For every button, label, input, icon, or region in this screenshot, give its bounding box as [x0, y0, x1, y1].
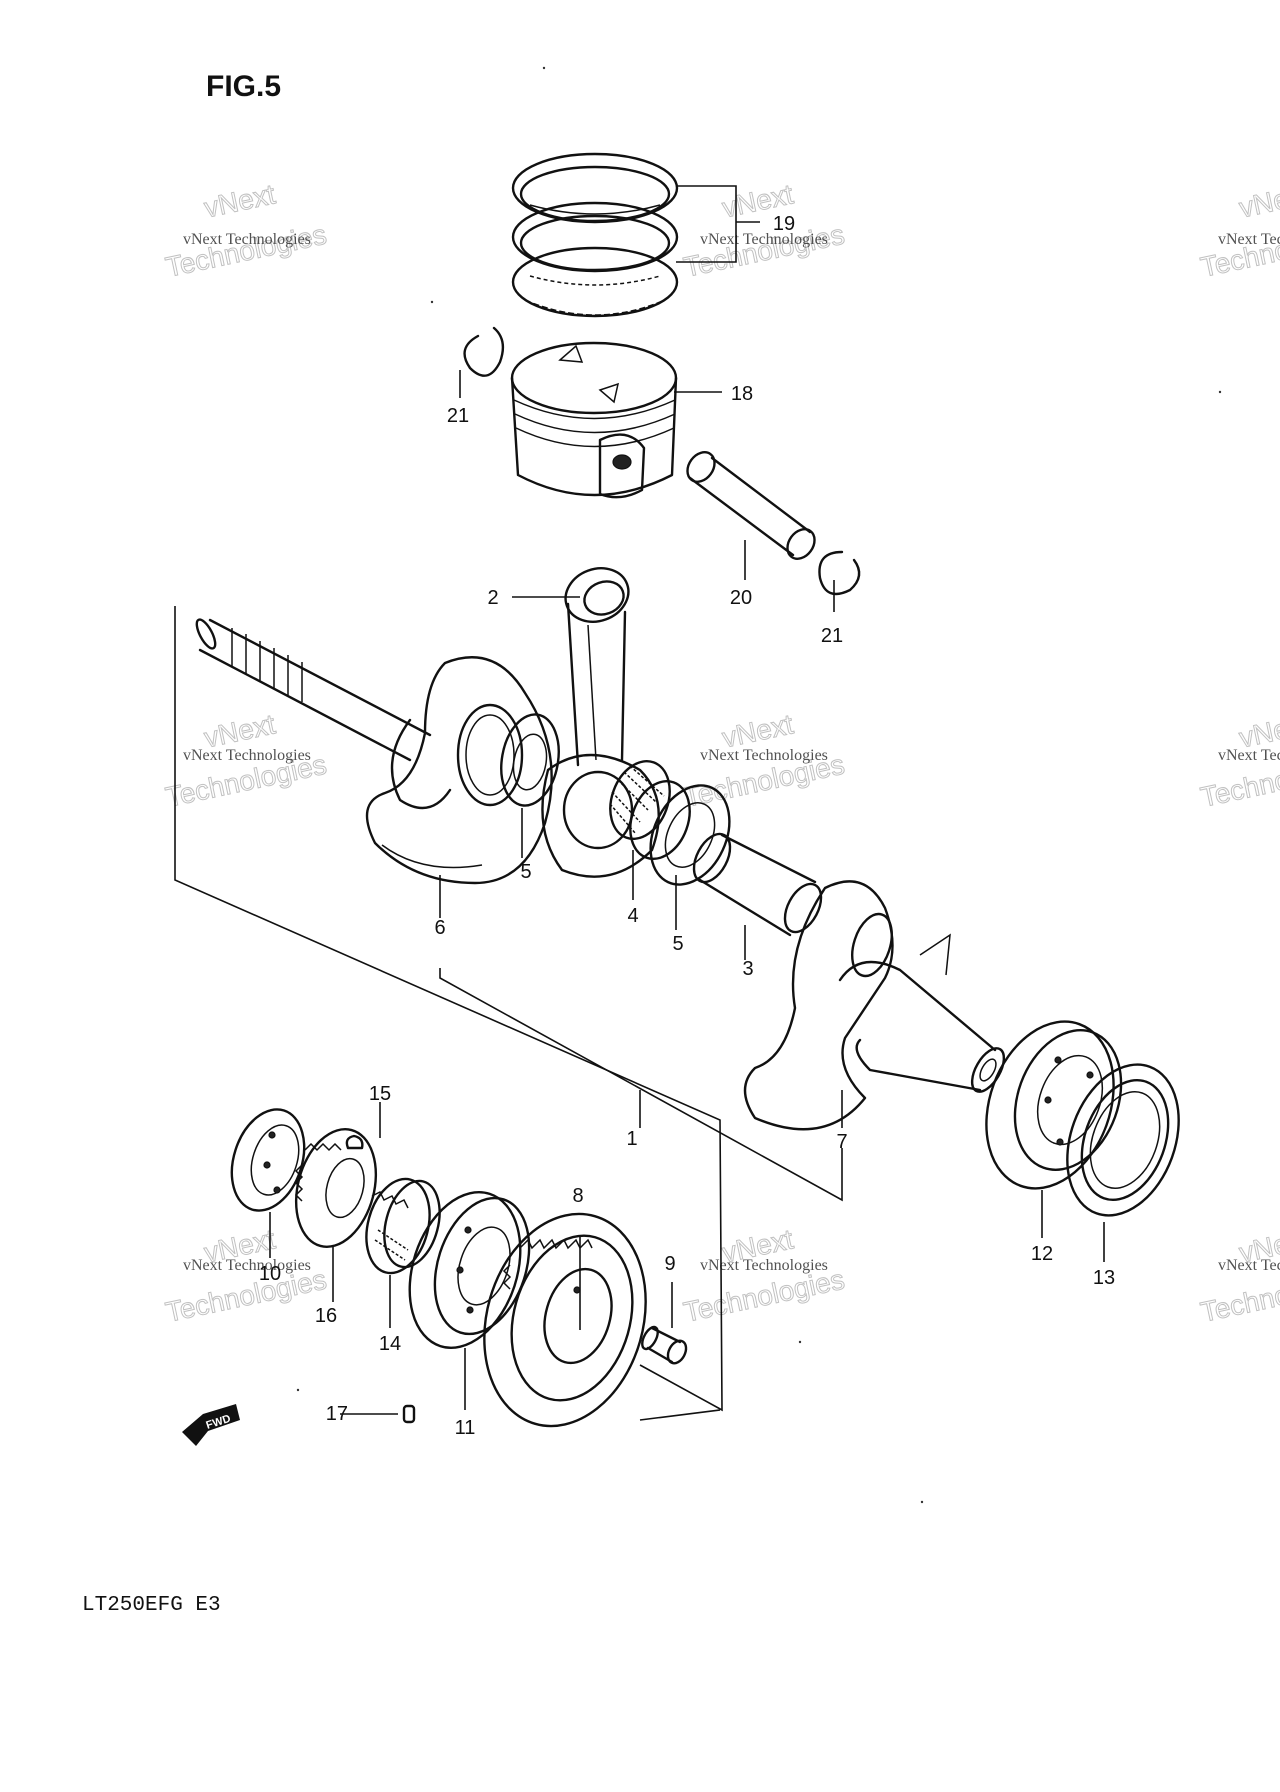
callout-1: 1 [626, 1128, 637, 1150]
callout-2: 2 [487, 587, 498, 609]
callout-21b: 21 [821, 625, 843, 647]
callout-18: 18 [731, 383, 753, 405]
crank-gear-16 [294, 1128, 378, 1248]
model-code: LT250EFG E3 [82, 1594, 221, 1617]
callout-12: 12 [1031, 1243, 1053, 1265]
callout-4: 4 [627, 905, 638, 927]
circlip-right [818, 550, 861, 596]
callout-17: 17 [326, 1403, 348, 1425]
bearing-right [985, 1020, 1123, 1190]
dowel-pin-9 [641, 1325, 688, 1365]
callout-19: 19 [773, 213, 795, 235]
crank-web-left [365, 656, 553, 885]
watermark-text: vNext Technologies [1218, 1257, 1280, 1274]
callout-5a: 5 [520, 861, 531, 883]
piston-ring-set [511, 152, 679, 318]
leader-lines [269, 185, 1105, 1415]
watermark: vNext Technologies [162, 178, 329, 284]
callout-16: 16 [315, 1305, 337, 1327]
watermark-brand: vNext [201, 178, 278, 223]
thrust-washer-right [649, 784, 731, 886]
callout-10: 10 [259, 1263, 281, 1285]
oil-seal [1066, 1063, 1180, 1217]
clutch-bearing-11 [408, 1191, 531, 1349]
piston [510, 341, 678, 499]
callout-13: 13 [1093, 1267, 1115, 1289]
thrust-washer-left [500, 713, 560, 807]
pin-17 [402, 1404, 416, 1424]
crank-web-right [743, 880, 951, 1131]
crank-pin [692, 832, 823, 937]
watermark-sub: Technologies [681, 219, 847, 283]
callout-5b: 5 [672, 933, 683, 955]
callout-15: 15 [369, 1083, 391, 1105]
watermark-text: vNext Technologies [700, 1257, 828, 1274]
woodruff-key [345, 1134, 364, 1150]
bearing-left [230, 1108, 306, 1212]
callout-3: 3 [742, 958, 753, 980]
callout-21a: 21 [447, 405, 469, 427]
watermark: vNext Technologies [1197, 178, 1280, 284]
watermark-text: vNext Technologies [1218, 747, 1280, 764]
watermark-text: vNext Technologies [183, 1257, 311, 1274]
watermark-text: vNext Technologies [183, 747, 311, 764]
figure-title: FIG.5 [206, 70, 281, 103]
callouts: 1 2 3 4 5 5 6 7 8 9 10 11 12 13 14 15 16… [259, 213, 1115, 1439]
callout-8: 8 [572, 1185, 583, 1207]
watermark-text: vNext Technologies [183, 231, 311, 248]
watermark-brand: vNext [1236, 178, 1280, 223]
watermark-group: vNext Technologies vNext Technologies vN… [162, 178, 1280, 1329]
watermark-sub: Technologies [163, 219, 329, 283]
watermark-text: vNext Technologies [1218, 231, 1280, 248]
crankshaft-left-shaft [195, 618, 452, 810]
needle-bearing [609, 760, 691, 860]
starter-driven-gear [483, 1212, 647, 1428]
assembly-bracket [174, 606, 843, 1421]
drive-gear-14 [365, 1177, 441, 1275]
watermark-text: vNext Technologies [700, 231, 828, 248]
callout-20: 20 [730, 587, 752, 609]
callout-7: 7 [836, 1131, 847, 1153]
connecting-rod [541, 567, 660, 878]
scan-specks [296, 66, 1222, 1504]
callout-6: 6 [434, 917, 445, 939]
watermark-sub: Technologies [1198, 219, 1280, 283]
callout-14: 14 [379, 1333, 401, 1355]
piston-pin [686, 451, 816, 560]
callout-11: 11 [455, 1417, 476, 1439]
callout-9: 9 [664, 1253, 675, 1275]
forward-arrow-icon: FWD [182, 1404, 240, 1446]
watermark-text: vNext Technologies [700, 747, 828, 764]
crankshaft-right-shaft [838, 960, 1006, 1093]
circlip-left [463, 326, 505, 377]
